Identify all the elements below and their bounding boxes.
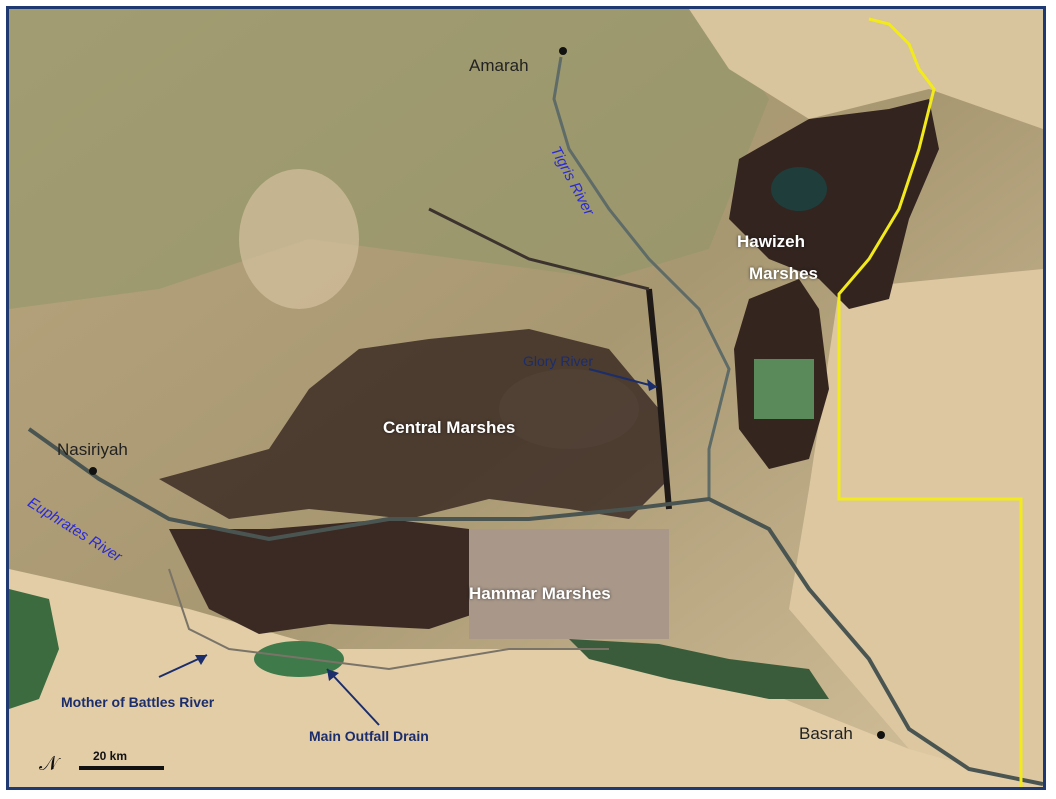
euphrates-river [27, 427, 1043, 786]
river-label-glory: Glory River [523, 353, 594, 369]
vegetation-area [9, 9, 769, 309]
desert-east [789, 269, 1043, 787]
mother-of-battles-river [168, 568, 609, 671]
shatt-water [569, 639, 829, 699]
city-label-nasiriyah: Nasiriyah [57, 440, 128, 459]
marsh-label-hammar: Hammar Marshes [469, 584, 611, 603]
marsh-label-hawizeh-line1: Hawizeh [737, 232, 806, 251]
scale-bar-label: 20 km [93, 749, 128, 763]
central-marsh-area [159, 329, 669, 519]
glory-river [646, 288, 672, 510]
city-label-basrah: Basrah [799, 724, 853, 743]
desert-northeast [689, 9, 1043, 129]
border-line [837, 17, 1023, 787]
hammar-marsh-area [169, 519, 489, 634]
amarah-dot [559, 47, 567, 55]
glory-arrow [588, 368, 658, 388]
scale-bar [79, 766, 164, 770]
hawizeh-lake [771, 167, 827, 211]
satellite-map [9, 9, 1043, 787]
desert-south [9, 569, 1043, 787]
marsh-label-central: Central Marshes [383, 418, 516, 437]
map-frame: Amarah Nasiriyah Basrah Hawizeh Marshes … [6, 6, 1046, 790]
sand-patch [239, 169, 359, 309]
marsh-label-hawizeh-line2: Marshes [749, 264, 818, 283]
outfall-arrowhead [327, 669, 339, 681]
tigris-river [552, 56, 731, 499]
nasiriyah-dot [89, 467, 97, 475]
outfall-arrow [326, 668, 380, 726]
hawizeh-marsh-area [729, 99, 939, 309]
hammar-grid-area [469, 529, 669, 639]
city-label-amarah: Amarah [469, 56, 529, 75]
mother-arrowhead [195, 655, 207, 665]
north-canal [428, 207, 650, 291]
west-water [9, 589, 59, 709]
glory-arrowhead [647, 379, 657, 391]
hawizeh-green-patch [754, 359, 814, 419]
callout-main-outfall: Main Outfall Drain [309, 728, 429, 744]
north-arrow-icon: 𝒩 [39, 751, 59, 775]
basrah-dot [877, 731, 885, 739]
callout-mother-of-battles: Mother of Battles River [61, 694, 215, 710]
outfall-water [254, 641, 344, 677]
